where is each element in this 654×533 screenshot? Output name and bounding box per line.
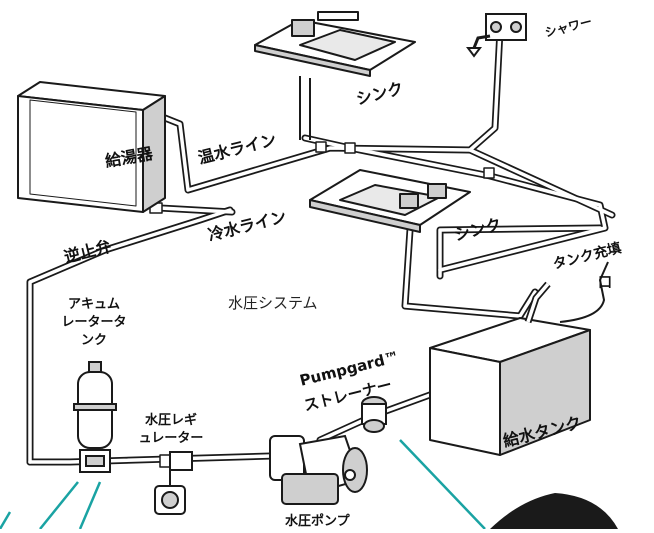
shower-head [466,13,527,58]
callout-lines [0,439,486,530]
sink-top [254,11,416,140]
label-accumulator-line3: ンク [80,333,107,348]
pressure-regulator [154,451,193,515]
label-pressure-regulator: 水圧レギ ュレーター [126,412,216,448]
detail-callout-shape [490,493,618,529]
label-water-pump: 水圧ポンプ [285,514,350,529]
sink-middle [309,169,471,233]
water-heater [17,81,166,213]
water-tank [429,261,609,456]
strainer [361,396,387,433]
diagram-title: 水圧システム [228,294,318,312]
water-pump [269,434,368,505]
label-accumulator-tank: アキュム レータータ ンク [44,296,144,350]
label-regulator-line1: 水圧レギ [144,413,197,428]
label-tank-fill-port: 口 [598,275,612,291]
accumulator-tank [73,361,117,473]
label-accumulator-line1: アキュム [67,297,120,312]
label-accumulator-line2: レータータ [61,315,127,330]
label-regulator-line2: ュレーター [138,431,204,446]
